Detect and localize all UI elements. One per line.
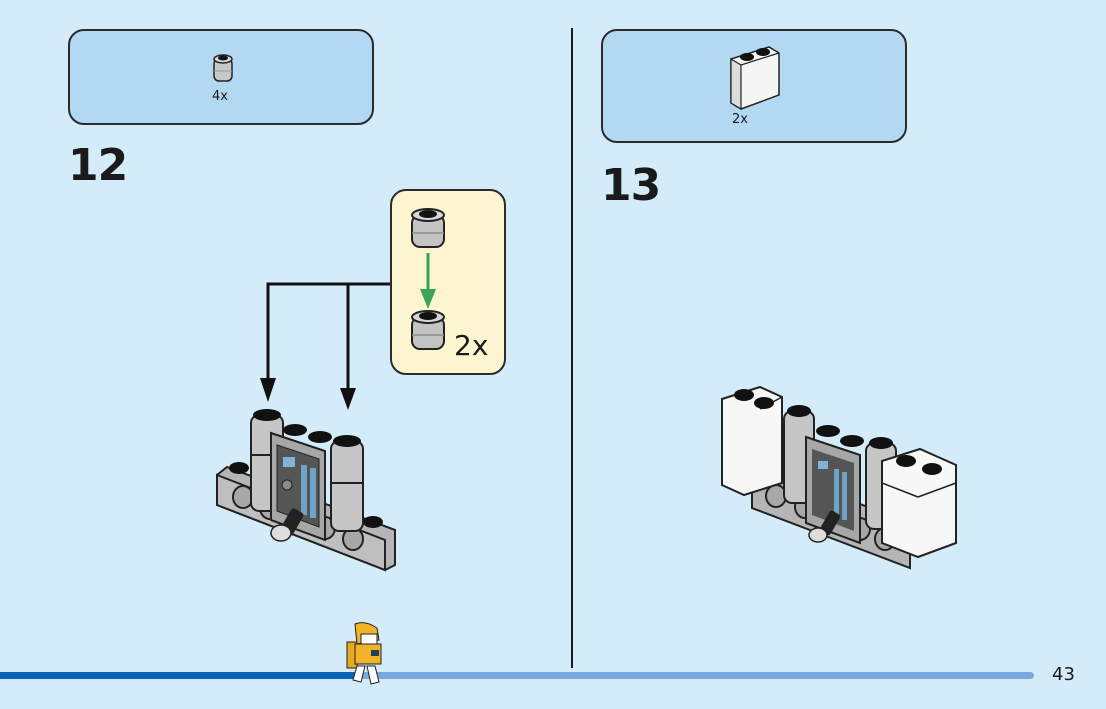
parts-list-box-step-12: 4x	[68, 29, 374, 125]
parts-list-box-step-13: 2x	[601, 29, 907, 143]
arrow-head-left	[260, 378, 276, 402]
model-step-12	[216, 409, 396, 572]
part-count: 2x	[732, 112, 748, 127]
callout-count: 2x	[454, 329, 489, 362]
model-step-13	[721, 385, 957, 570]
green-arrow-icon	[420, 253, 436, 309]
placement-arrows	[260, 282, 390, 410]
subassembly-callout: 2x	[390, 189, 506, 375]
round-brick-top-icon	[411, 208, 445, 248]
arrow-head-right	[340, 388, 356, 410]
progress-fill	[0, 672, 360, 679]
white-brick-icon	[730, 46, 780, 111]
part-count: 4x	[212, 89, 228, 104]
step-number-13: 13	[601, 160, 661, 211]
round-brick-bottom-icon	[411, 310, 445, 350]
round-brick-icon	[213, 54, 233, 82]
page-divider	[571, 28, 573, 668]
step-number-12: 12	[68, 140, 128, 191]
minifigure-progress-marker-icon	[346, 622, 382, 685]
progress-track	[0, 672, 1034, 679]
page-number: 43	[1052, 664, 1075, 685]
